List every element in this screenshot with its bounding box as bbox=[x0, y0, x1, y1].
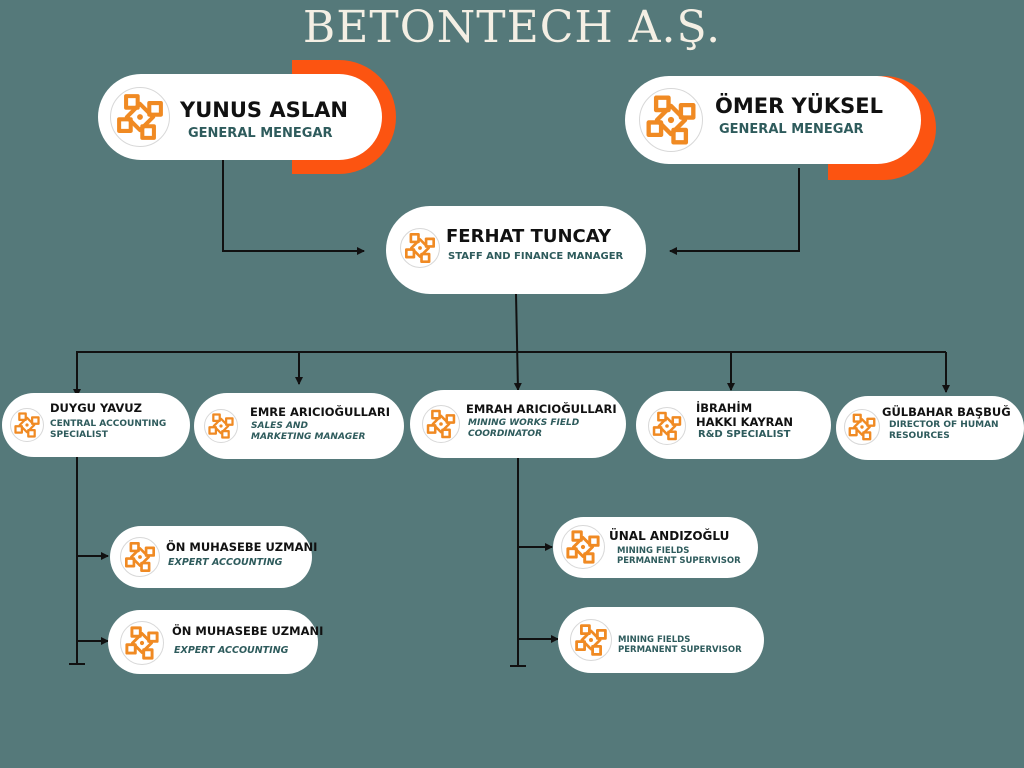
department-role: DIRECTOR OF HUMAN RESOURCES bbox=[889, 420, 999, 441]
accounting-name: ÖN MUHASEBE UZMANI bbox=[166, 540, 318, 554]
betontech-logo-icon bbox=[10, 408, 44, 442]
department-card-emrah[interactable]: EMRAH ARICIOĞULLARI MINING WORKS FIELD C… bbox=[410, 390, 626, 458]
department-name: İBRAHİM HAKKI KAYRAN bbox=[696, 401, 794, 430]
betontech-logo-icon bbox=[844, 409, 880, 445]
department-name: EMRE ARICIOĞULLARI bbox=[250, 405, 391, 419]
betontech-logo-icon bbox=[204, 409, 238, 443]
department-role: MINING WORKS FIELD COORDINATOR bbox=[468, 418, 580, 439]
department-card-basbug[interactable]: GÜLBAHAR BAŞBUĞ DIRECTOR OF HUMAN RESOUR… bbox=[836, 396, 1024, 460]
executive-role: GENERAL MENEGAR bbox=[719, 122, 864, 137]
mining-card-andizoglu[interactable]: ÜNAL ANDIZOĞLU MINING FIELDS PERMANENT S… bbox=[553, 517, 758, 578]
betontech-logo-icon bbox=[570, 619, 612, 661]
executive-name: YUNUS ASLAN bbox=[180, 98, 348, 122]
department-card-yavuz[interactable]: DUYGU YAVUZ CENTRAL ACCOUNTING SPECIALIS… bbox=[2, 393, 190, 457]
manager-name: FERHAT TUNCAY bbox=[446, 226, 612, 247]
accounting-name: ÖN MUHASEBE UZMANI bbox=[172, 624, 324, 638]
connector-yuksel-to-tuncay bbox=[669, 168, 800, 255]
connector-aslan-to-tuncay bbox=[222, 160, 365, 255]
accounting-role: EXPERT ACCOUNTING bbox=[168, 557, 283, 568]
betontech-logo-icon bbox=[639, 88, 703, 152]
connector-tuncay-to-aricioğullari bbox=[513, 293, 522, 391]
mining-name: ÜNAL ANDIZOĞLU bbox=[609, 529, 730, 543]
executive-card-yuksel[interactable]: ÖMER YÜKSEL GENERAL MENEGAR bbox=[625, 76, 921, 164]
department-name: EMRAH ARICIOĞULLARI bbox=[466, 402, 617, 416]
betontech-logo-icon bbox=[400, 228, 440, 268]
betontech-logo-icon bbox=[422, 405, 460, 443]
mining-role: MINING FIELDS PERMANENT SUPERVISOR bbox=[618, 635, 742, 656]
executive-name: ÖMER YÜKSEL bbox=[715, 94, 883, 118]
department-role: R&D SPECIALIST bbox=[698, 429, 791, 440]
accounting-card-1[interactable]: ÖN MUHASEBE UZMANI EXPERT ACCOUNTING bbox=[110, 526, 317, 588]
mining-card-2[interactable]: MINING FIELDS PERMANENT SUPERVISOR bbox=[558, 607, 764, 673]
company-title: BETONTECH A.Ş. bbox=[302, 2, 722, 53]
accounting-role: EXPERT ACCOUNTING bbox=[174, 645, 289, 656]
manager-card-tuncay[interactable]: FERHAT TUNCAY STAFF AND FINANCE MANAGER bbox=[386, 206, 646, 294]
executive-card-aslan[interactable]: YUNUS ASLAN GENERAL MENEGAR bbox=[98, 74, 382, 160]
department-role: CENTRAL ACCOUNTING SPECIALIST bbox=[50, 419, 167, 440]
mining-role: MINING FIELDS PERMANENT SUPERVISOR bbox=[617, 546, 741, 567]
department-name: DUYGU YAVUZ bbox=[50, 401, 142, 415]
betontech-logo-icon bbox=[120, 537, 160, 577]
department-role: SALES AND MARKETING MANAGER bbox=[251, 421, 366, 442]
betontech-logo-icon bbox=[110, 87, 170, 147]
betontech-logo-icon bbox=[120, 621, 164, 665]
department-name: GÜLBAHAR BAŞBUĞ bbox=[882, 405, 1011, 419]
executive-role: GENERAL MENEGAR bbox=[188, 126, 333, 141]
betontech-logo-icon bbox=[648, 407, 686, 445]
betontech-logo-icon bbox=[561, 525, 605, 569]
department-card-kayran[interactable]: İBRAHİM HAKKI KAYRAN R&D SPECIALIST bbox=[636, 391, 831, 459]
department-card-emre[interactable]: EMRE ARICIOĞULLARI SALES AND MARKETING M… bbox=[194, 393, 404, 459]
accounting-card-2[interactable]: ÖN MUHASEBE UZMANI EXPERT ACCOUNTING bbox=[108, 610, 323, 674]
manager-role: STAFF AND FINANCE MANAGER bbox=[448, 251, 624, 262]
